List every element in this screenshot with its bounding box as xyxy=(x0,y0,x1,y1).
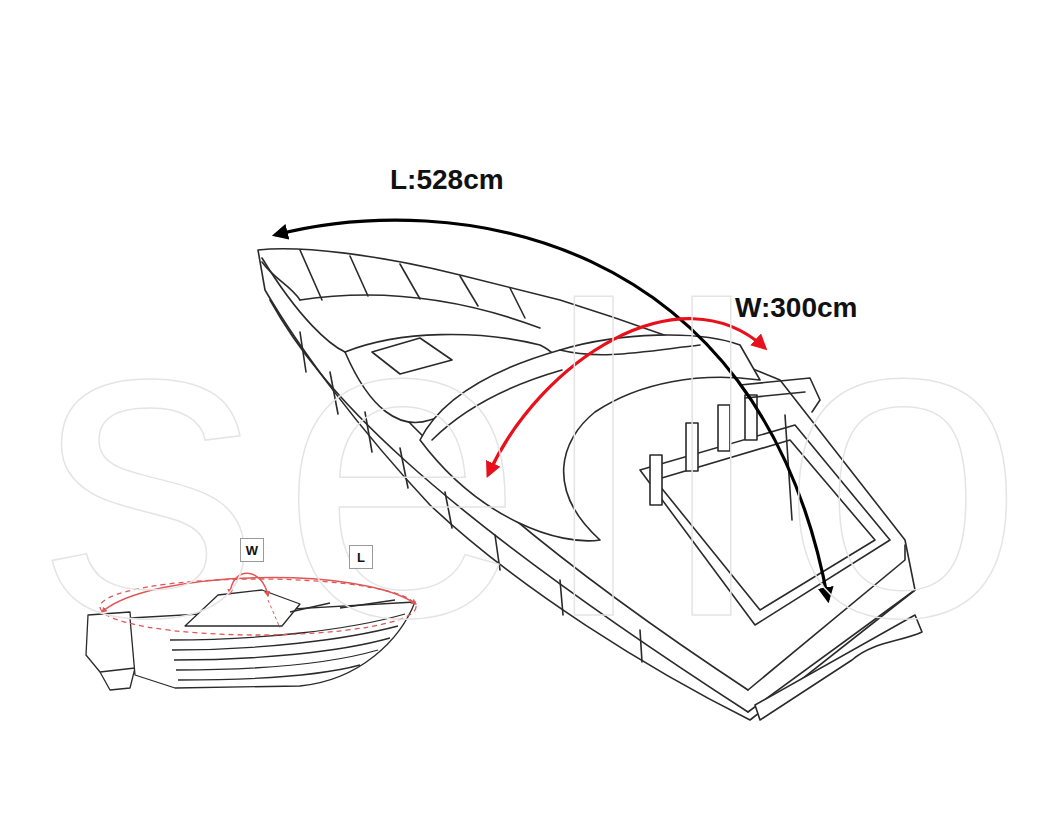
seat-post xyxy=(718,405,730,451)
inset-width-guide xyxy=(268,600,280,628)
callout-box: L xyxy=(349,545,373,569)
swim-platform xyxy=(755,615,922,720)
seat-post xyxy=(650,455,662,505)
deck-inner-edge xyxy=(300,295,540,328)
width-dimension: W:300cm xyxy=(735,291,857,325)
seat-post xyxy=(686,423,698,471)
inset-width-arc xyxy=(230,573,268,596)
length-dimension: L:528cm xyxy=(390,163,504,197)
width-arc xyxy=(488,319,765,475)
windshield-frame xyxy=(432,345,700,440)
cockpit-floor xyxy=(640,425,890,625)
callout-letter: W xyxy=(246,544,258,557)
length-arc xyxy=(275,220,828,600)
inset-length-arc xyxy=(102,577,416,612)
callout-letter: L xyxy=(357,551,365,564)
watermark: sello xyxy=(40,243,1045,683)
hatch xyxy=(372,338,452,374)
inset-boat xyxy=(86,590,415,690)
inset-seat xyxy=(290,600,395,612)
inset-dashed-outline xyxy=(100,579,416,635)
outboard-motor xyxy=(86,612,135,690)
callout-box: W xyxy=(240,538,264,562)
deck-strakes xyxy=(300,250,525,318)
inset-windshield xyxy=(185,590,300,626)
